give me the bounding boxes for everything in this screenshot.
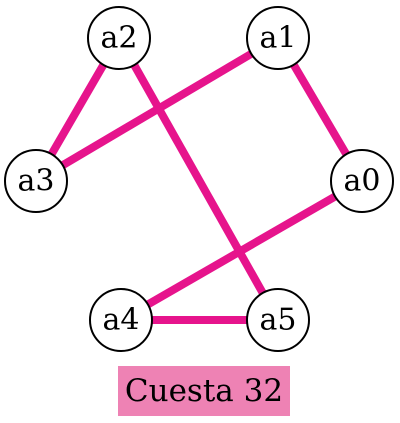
- node-a4: a4: [89, 288, 153, 352]
- node-label-a2: a2: [101, 21, 138, 56]
- node-a3: a3: [4, 149, 68, 213]
- node-label-a5: a5: [260, 303, 297, 338]
- node-a1: a1: [246, 6, 310, 70]
- node-a0: a0: [330, 149, 394, 213]
- nodes-layer: a0 a1 a2 a3 a4 a5: [4, 6, 394, 352]
- node-circle-a4: [89, 288, 153, 352]
- node-circle-a2: [87, 6, 151, 70]
- node-circle-a1: [246, 6, 310, 70]
- node-circle-a0: [330, 149, 394, 213]
- node-circle-a5: [246, 288, 310, 352]
- node-circle-a3: [4, 149, 68, 213]
- node-label-a3: a3: [18, 164, 55, 199]
- edge-a2-a5: [115, 36, 282, 322]
- edge-a0-a4: [119, 177, 364, 324]
- node-label-a1: a1: [260, 21, 297, 56]
- edges-layer: [32, 34, 366, 324]
- node-label-a0: a0: [344, 164, 381, 199]
- caption-label: Cuesta 32: [118, 366, 290, 416]
- node-a2: a2: [87, 6, 151, 70]
- node-label-a4: a4: [103, 303, 140, 338]
- node-a5: a5: [246, 288, 310, 352]
